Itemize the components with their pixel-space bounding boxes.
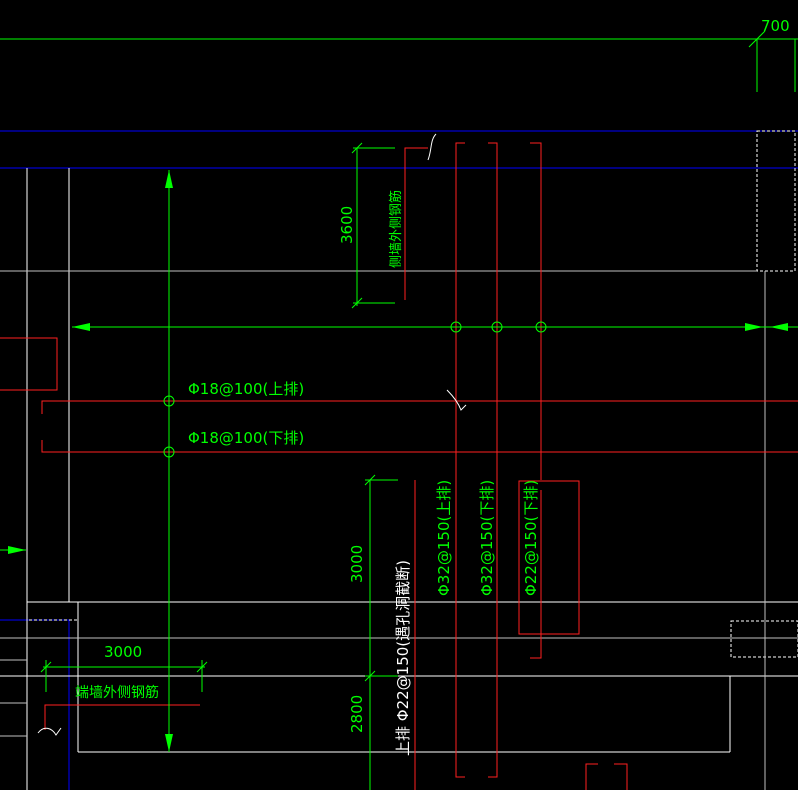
intersection-markers	[163, 321, 547, 458]
rebar-22-bottom-label: Φ22@150(下排)	[522, 480, 540, 596]
dim-700-label: 700	[761, 17, 790, 35]
rebar-22-top-opening-label: 上排 Φ22@150(遇孔洞截断)	[394, 560, 412, 756]
rebar-32-top-label: Φ32@150(上排)	[435, 480, 453, 596]
rebar-18-top-label: Φ18@100(上排)	[188, 380, 304, 398]
tick-slashes	[40, 142, 376, 682]
dim-3000-horizontal-label: 3000	[104, 643, 142, 661]
side-wall-rebar-label: 侧墙外侧钢筋	[388, 190, 404, 268]
rebar-32-bottom-label: Φ32@150(下排)	[478, 480, 496, 596]
dim-3000-vertical-label: 3000	[348, 545, 366, 583]
rebar-18-bottom-label: Φ18@100(下排)	[188, 429, 304, 447]
end-wall-rebar-label: 端墙外侧钢筋	[75, 684, 159, 701]
rebar-lines	[0, 142, 798, 790]
gray-grid-lines	[0, 270, 798, 790]
green-dimension-lines	[0, 147, 798, 790]
dim-3600-label: 3600	[338, 206, 356, 244]
top-dimension-700	[0, 30, 798, 92]
dim-2800-label: 2800	[348, 695, 366, 733]
dashed-boxes	[26, 130, 798, 658]
break-symbols	[37, 133, 467, 736]
arrow-heads	[8, 170, 788, 752]
wall-outlines	[0, 168, 798, 790]
